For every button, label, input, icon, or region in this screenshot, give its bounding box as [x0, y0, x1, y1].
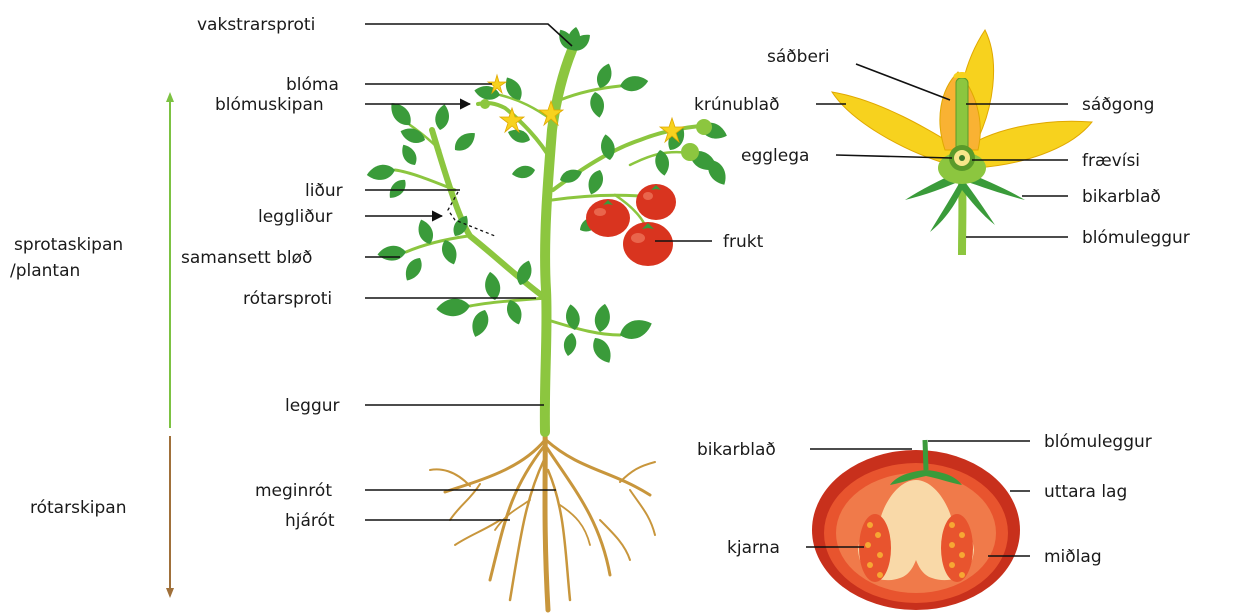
root-system-arrow [166, 436, 174, 598]
tomato-cross-section [812, 440, 1020, 610]
label-samansett: samansett bløð [181, 248, 312, 268]
flower-cross-section [832, 30, 1092, 255]
label-hjarot: hjárót [285, 511, 335, 531]
label-vakstrarsproti: vakstrarsproti [197, 15, 315, 35]
label-uttara-lag: uttara lag [1044, 482, 1127, 502]
label-leggur: leggur [285, 396, 340, 416]
label-flower-blomuleggur: blómuleggur [1082, 228, 1190, 248]
group-label-shoot: sprotaskipan [14, 235, 123, 255]
label-legglidur: leggliður [258, 207, 332, 227]
label-sadgong: sáðgong [1082, 95, 1154, 115]
label-frukt: frukt [723, 232, 764, 252]
group-label-shoot-line2: /plantan [10, 261, 80, 281]
label-egglega: egglega [741, 146, 809, 166]
label-fruit-blomuleggur: blómuleggur [1044, 432, 1152, 452]
label-flower-bikarblad: bikarblað [1082, 187, 1161, 207]
label-blomuskipan: blómuskipan [215, 95, 324, 115]
label-sadberi: sáðberi [767, 47, 830, 67]
label-krunublad: krúnublað [694, 95, 780, 115]
shoot-system-arrow [166, 92, 174, 428]
label-meginrot: meginrót [255, 481, 332, 501]
label-rotarsproti: rótarsproti [243, 289, 332, 309]
label-lidur: liður [305, 181, 343, 201]
label-midlag: miðlag [1044, 547, 1102, 567]
label-fraevisi: frævísi [1082, 151, 1140, 171]
group-label-root: rótarskipan [30, 498, 127, 518]
label-bloma: blóma [286, 75, 339, 95]
label-kjarna: kjarna [727, 538, 780, 558]
label-fruit-bikarblad: bikarblað [697, 440, 776, 460]
